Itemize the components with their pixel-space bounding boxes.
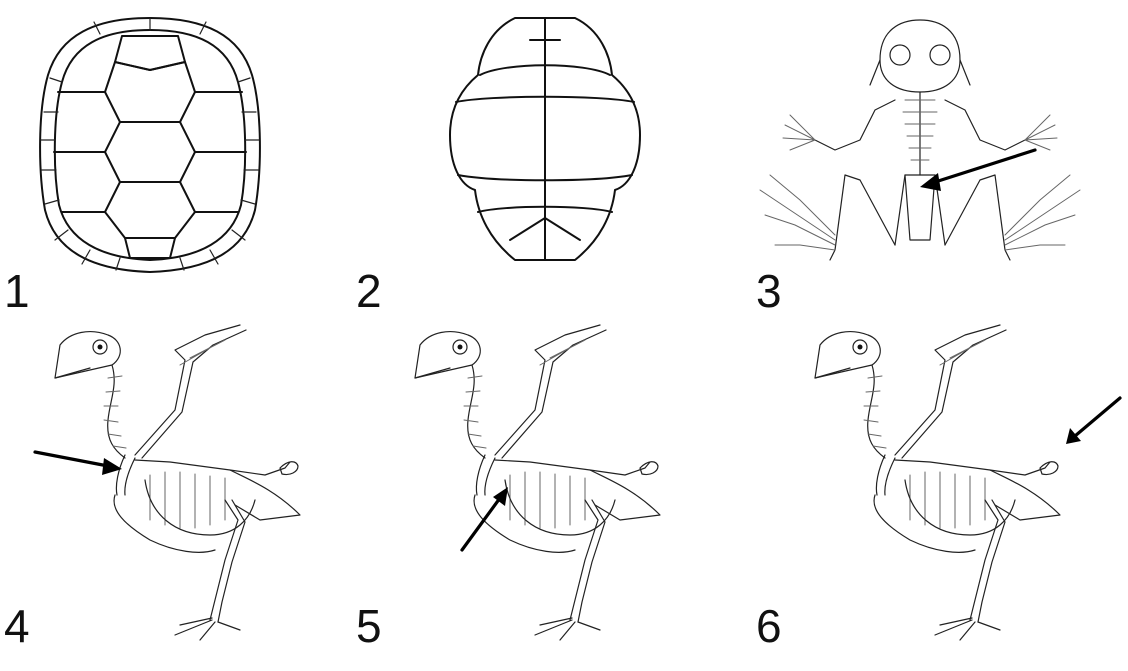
- plastron-drawing: [450, 18, 640, 260]
- panel-label-2: 2: [356, 268, 382, 314]
- panel-label-3: 3: [756, 268, 782, 314]
- frog-skeleton-drawing: [760, 20, 1080, 260]
- panel-label-5: 5: [356, 603, 382, 649]
- bird-skeleton-drawing-4: [35, 325, 300, 640]
- carapace-drawing: [40, 18, 260, 272]
- bird-skeleton-drawing-5: [415, 325, 660, 640]
- bird-skeleton-drawing-6: [815, 325, 1120, 640]
- panel-label-4: 4: [4, 603, 30, 649]
- panel-label-6: 6: [756, 603, 782, 649]
- panel-label-1: 1: [4, 268, 30, 314]
